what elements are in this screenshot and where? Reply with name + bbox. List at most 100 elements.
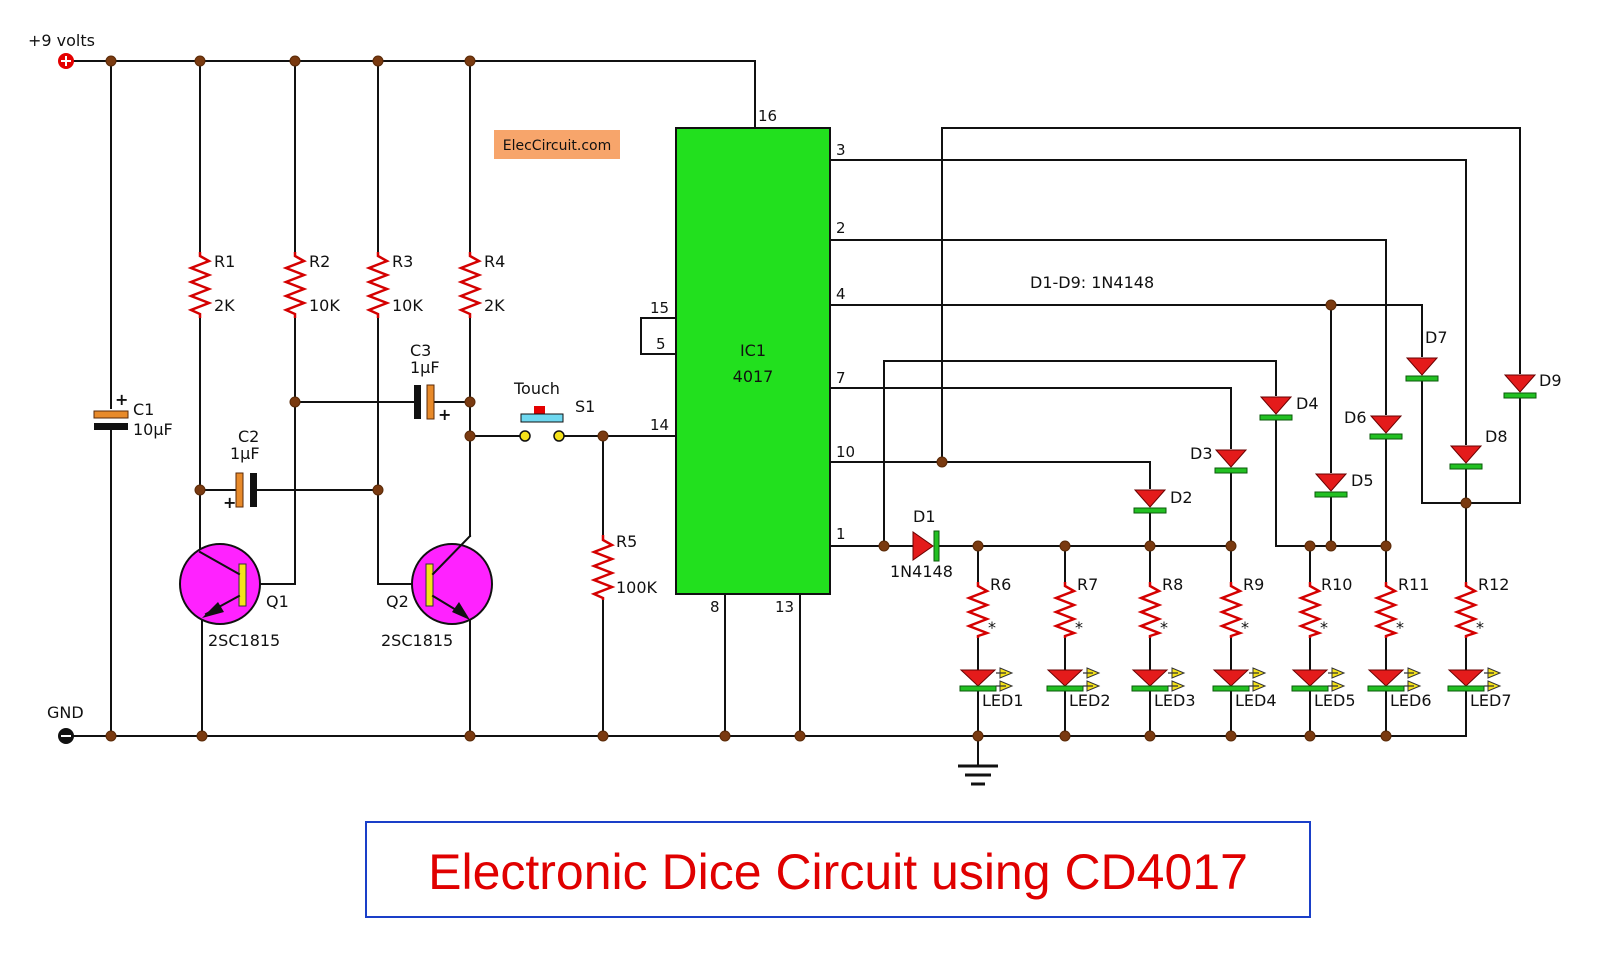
pin-4-label: 4 (836, 285, 846, 303)
svg-text:+: + (438, 405, 451, 424)
led-4: LED4 (1212, 667, 1277, 710)
svg-text:R9: R9 (1243, 575, 1264, 594)
svg-text:1N4148: 1N4148 (890, 562, 953, 581)
capacitor-c1: + C1 10µF (93, 390, 173, 439)
svg-text:2K: 2K (214, 296, 235, 315)
svg-text:D6: D6 (1344, 408, 1367, 427)
svg-text:*: * (1396, 618, 1404, 637)
svg-text:Q1: Q1 (266, 592, 289, 611)
svg-text:+: + (115, 390, 128, 409)
svg-text:Touch: Touch (513, 379, 560, 398)
resistor-r5: R5 100K (590, 532, 658, 600)
led-1: LED1 (959, 667, 1024, 710)
svg-text:LED6: LED6 (1390, 691, 1432, 710)
led-7: LED7 (1447, 667, 1512, 710)
resistor-r4: R4 2K (457, 252, 505, 318)
svg-text:LED7: LED7 (1470, 691, 1512, 710)
ground-symbol-icon (958, 764, 998, 786)
svg-text:S1: S1 (575, 397, 595, 416)
resistor-r3: R3 10K (365, 252, 423, 318)
pin-5-label: 5 (656, 335, 666, 353)
diode-d8: D8 (1449, 427, 1508, 470)
diode-d9: D9 (1503, 371, 1562, 399)
svg-text:D5: D5 (1351, 471, 1374, 490)
resistor-r12: R12 * (1453, 575, 1509, 638)
svg-text:D2: D2 (1170, 488, 1193, 507)
capacitor-c2: + C2 1µF (223, 427, 260, 512)
resistor-r9: R9 * (1218, 575, 1264, 638)
ic1-name: IC1 (740, 341, 766, 360)
resistor-r1: R1 2K (187, 252, 235, 318)
transistor-q2: Q2 2SC1815 (381, 534, 493, 650)
diode-d6: D6 (1344, 408, 1403, 440)
svg-text:D8: D8 (1485, 427, 1508, 446)
led-2: LED2 (1046, 667, 1111, 710)
svg-text:R7: R7 (1077, 575, 1098, 594)
svg-text:D3: D3 (1190, 444, 1213, 463)
ic1-part: 4017 (733, 367, 774, 386)
junction-dots (105, 55, 1472, 742)
svg-text:R3: R3 (392, 252, 413, 271)
led-3: LED3 (1131, 667, 1196, 710)
svg-text:10K: 10K (392, 296, 423, 315)
pin-2-label: 2 (836, 219, 846, 237)
svg-text:+: + (223, 493, 236, 512)
svg-text:2K: 2K (484, 296, 505, 315)
svg-text:10µF: 10µF (133, 420, 173, 439)
pin-15-label: 15 (650, 299, 669, 317)
watermark-box (494, 130, 620, 159)
svg-text:100K: 100K (616, 578, 658, 597)
svg-text:1µF: 1µF (230, 444, 260, 463)
svg-text:*: * (1241, 618, 1249, 637)
pin-13-label: 13 (775, 598, 794, 616)
led-6: LED6 (1367, 667, 1432, 710)
resistor-r6: R6 * (965, 575, 1011, 638)
pin-3-label: 3 (836, 141, 846, 159)
svg-text:R8: R8 (1162, 575, 1183, 594)
pin-14-label: 14 (650, 416, 669, 434)
minus-terminal-icon (58, 728, 74, 744)
ic1-body (675, 127, 831, 595)
diode-d7: D7 (1405, 328, 1448, 382)
svg-text:LED4: LED4 (1235, 691, 1277, 710)
wires (65, 60, 1521, 766)
svg-text:*: * (1160, 618, 1168, 637)
supply-positive-label: +9 volts (28, 31, 95, 50)
svg-text:*: * (1476, 618, 1484, 637)
pin-1-label: 1 (836, 525, 846, 543)
svg-text:R4: R4 (484, 252, 505, 271)
watermark-text: ElecCircuit.com (503, 138, 611, 154)
svg-text:D9: D9 (1539, 371, 1562, 390)
svg-text:10K: 10K (309, 296, 340, 315)
resistor-r11: R11 * (1373, 575, 1429, 638)
svg-text:Q2: Q2 (386, 592, 409, 611)
svg-text:LED1: LED1 (982, 691, 1024, 710)
touch-switch: Touch S1 (513, 379, 595, 442)
svg-text:D1: D1 (913, 507, 936, 526)
title-box (365, 821, 1311, 918)
diode-d3: D3 (1190, 444, 1248, 474)
pin-7-label: 7 (836, 369, 846, 387)
led-5: LED5 (1291, 667, 1356, 710)
svg-text:1µF: 1µF (410, 358, 440, 377)
svg-text:R11: R11 (1398, 575, 1429, 594)
resistor-r8: R8 * (1137, 575, 1183, 638)
svg-text:2SC1815: 2SC1815 (208, 631, 280, 650)
resistor-r2: R2 10K (282, 252, 340, 318)
diode-d2: D2 (1133, 488, 1193, 514)
svg-text:*: * (1075, 618, 1083, 637)
svg-text:R6: R6 (990, 575, 1011, 594)
diode-d5: D5 (1314, 471, 1374, 498)
title-text: Electronic Dice Circuit using CD4017 (428, 844, 1248, 900)
svg-text:R10: R10 (1321, 575, 1352, 594)
svg-text:LED2: LED2 (1069, 691, 1111, 710)
svg-text:*: * (988, 618, 996, 637)
svg-text:LED5: LED5 (1314, 691, 1356, 710)
diode-d4: D4 (1259, 394, 1319, 421)
svg-text:R2: R2 (309, 252, 330, 271)
svg-text:C2: C2 (238, 427, 259, 446)
diode-note: D1-D9: 1N4148 (1030, 273, 1154, 292)
svg-text:D4: D4 (1296, 394, 1319, 413)
pin-10-label: 10 (836, 443, 855, 461)
